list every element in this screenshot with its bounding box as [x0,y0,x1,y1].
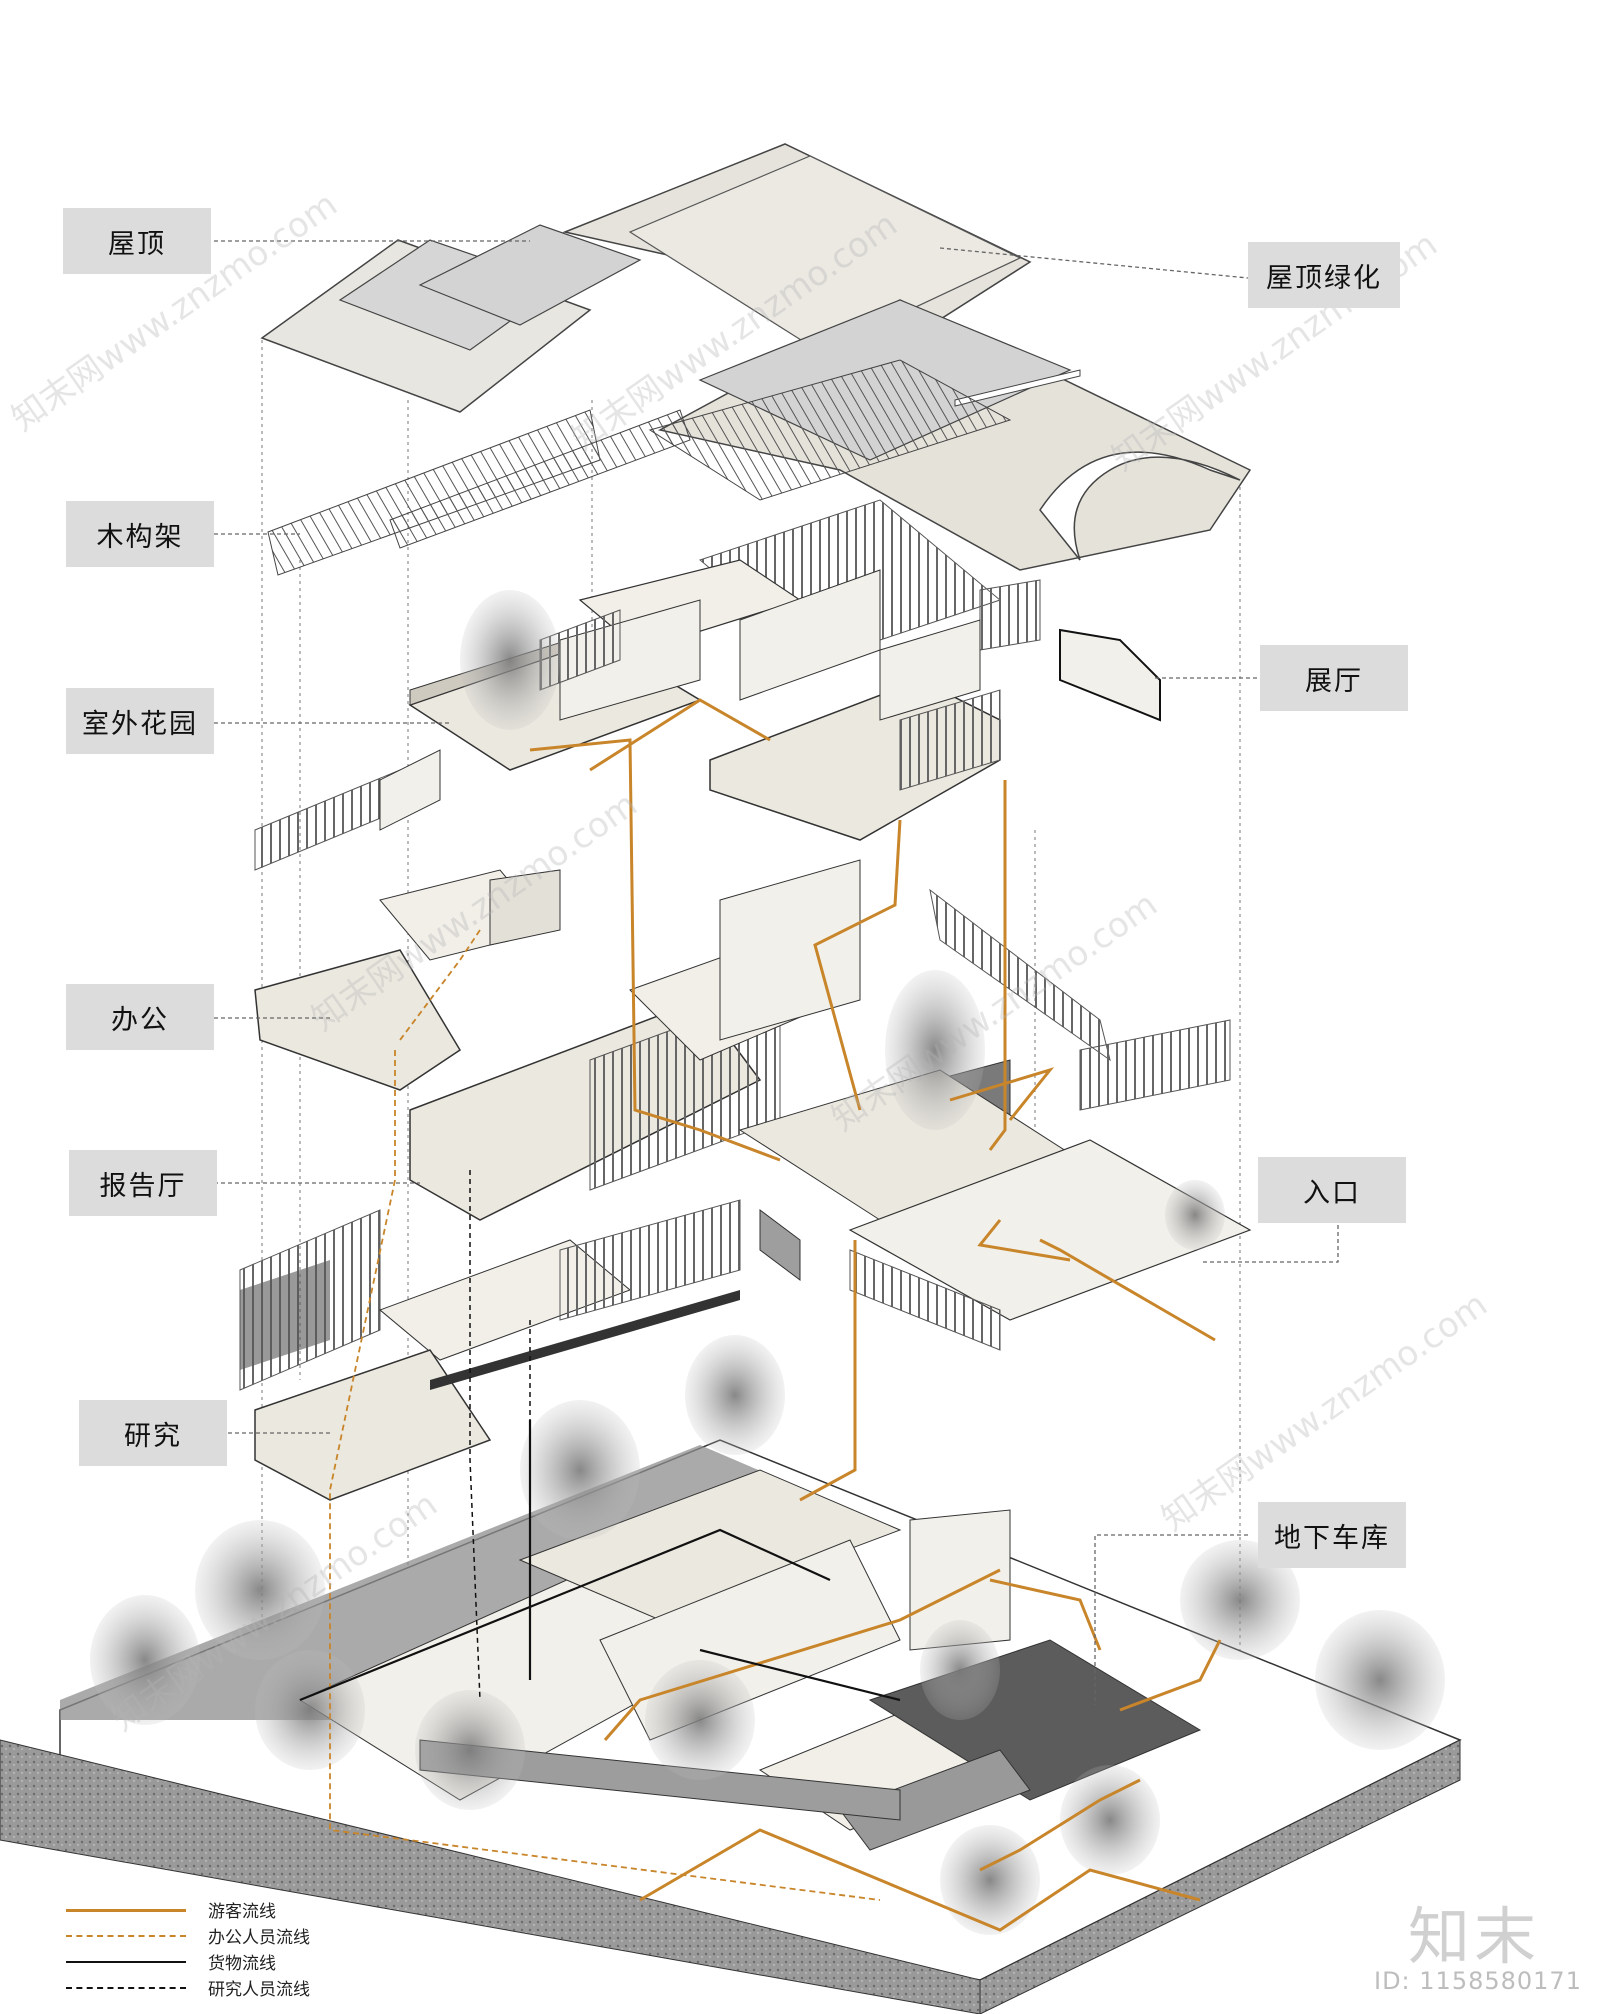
timber-frame-layer [267,359,1041,661]
legend-label: 游客流线 [208,1902,276,1922]
legend-line-cargo [66,1961,186,1963]
legend-line-research [66,1987,186,1989]
legend-label: 货物流线 [208,1954,276,1974]
label-entrance: 入口 [1258,1157,1406,1223]
roof-green-panel [628,155,1022,353]
legend-item-office: 办公人员流线 [66,1923,386,1949]
legend-line-visitor [66,1909,186,1912]
roof-courtyard-cutout [1039,451,1241,561]
research-floor [239,1199,741,1501]
label-underground-garage: 地下车库 [1258,1502,1406,1568]
visitor-flow-lines [529,698,1222,1932]
label-research: 研究 [79,1400,227,1466]
legend-item-visitor: 游客流线 [66,1897,386,1923]
office-block [254,949,462,1091]
label-timber-frame: 木构架 [66,501,214,567]
legend-item-cargo: 货物流线 [66,1949,386,1975]
legend: 游客流线 办公人员流线 货物流线 研究人员流线 [66,1897,386,2001]
label-office: 办公 [66,984,214,1050]
label-outdoor-garden: 室外花园 [66,688,214,754]
roof-panel-mid [418,224,642,326]
brand-logo: 知末 [1408,1900,1541,1973]
research-flow-lines [469,1170,531,1701]
label-lecture-hall: 报告厅 [69,1150,217,1216]
label-roof-green: 屋顶绿化 [1248,242,1400,308]
site-slab-side-left [0,1739,981,2014]
legend-line-office [66,1935,186,1937]
office-flow-lines [329,929,881,1901]
legend-label: 办公人员流线 [208,1928,310,1948]
exhibition-floor [254,559,1161,871]
image-id: ID: 1158580171 [1374,1967,1582,1995]
site-slab-side-right [979,1739,1461,2014]
label-exhibition-hall: 展厅 [1260,645,1408,711]
label-roof: 屋顶 [63,208,211,274]
trees [90,590,1445,1935]
entrance-plaza [848,1139,1252,1321]
cargo-flow-lines [299,1420,901,1702]
legend-label: 研究人员流线 [208,1980,310,2000]
mid-floor [254,859,1252,1351]
leader-lines [214,240,1339,1705]
legend-item-research: 研究人员流线 [66,1975,386,2001]
